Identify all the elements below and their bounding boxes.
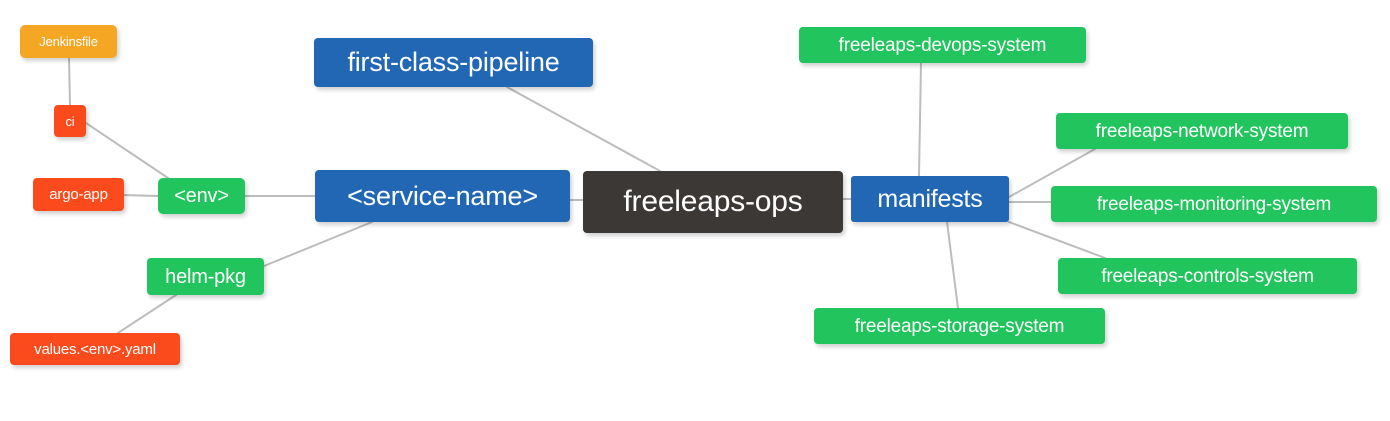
mindmap-node-freeleaps-devops-system[interactable]: freeleaps-devops-system (799, 27, 1086, 63)
mindmap-node-helm-pkg[interactable]: helm-pkg (147, 258, 264, 295)
edge-manifests-devops (918, 62, 922, 177)
mindmap-node-argo-app[interactable]: argo-app (33, 178, 124, 211)
mindmap-node-label: freeleaps-ops (623, 185, 803, 218)
mindmap-node-label: Jenkinsfile (39, 34, 98, 49)
edge-argoapp-env (123, 194, 159, 197)
mindmap-node-label: helm-pkg (165, 265, 246, 288)
mindmap-node-label: freeleaps-monitoring-system (1096, 193, 1332, 215)
mindmap-node-freeleaps-monitoring-system[interactable]: freeleaps-monitoring-system (1051, 186, 1377, 222)
mindmap-node-jenkinsfile[interactable]: Jenkinsfile (20, 25, 117, 58)
mindmap-node-ci[interactable]: ci (54, 105, 86, 137)
mindmap-node-label: manifests (877, 184, 983, 213)
mindmap-node-manifests[interactable]: manifests (851, 176, 1009, 222)
mindmap-node-label: freeleaps-controls-system (1101, 265, 1314, 287)
mindmap-node-freeleaps-ops[interactable]: freeleaps-ops (583, 171, 843, 233)
mindmap-node-env[interactable]: <env> (158, 178, 245, 214)
mindmap-node-label: argo-app (49, 186, 108, 203)
mindmap-node-label: first-class-pipeline (347, 47, 560, 77)
mindmap-node-label: freeleaps-storage-system (854, 315, 1065, 337)
mindmap-node-freeleaps-network-system[interactable]: freeleaps-network-system (1056, 113, 1348, 149)
mindmap-node-label: <env> (174, 185, 229, 207)
mindmap-node-label: freeleaps-devops-system (838, 34, 1047, 56)
mindmap-node-label: freeleaps-network-system (1095, 120, 1309, 142)
edge-manifests-controls (1008, 221, 1106, 259)
edge-ci-env (85, 122, 169, 179)
mindmap-node-freeleaps-controls-system[interactable]: freeleaps-controls-system (1058, 258, 1357, 294)
edge-pipeline-ops (506, 86, 661, 172)
mindmap-node-values-yaml[interactable]: values.<env>.yaml (10, 333, 180, 365)
mindmap-node-service-name[interactable]: <service-name> (315, 170, 570, 222)
edge-values-helmpkg (117, 294, 177, 334)
edge-helmpkg-servicename (263, 221, 373, 267)
mindmap-node-freeleaps-storage-system[interactable]: freeleaps-storage-system (814, 308, 1105, 344)
mindmap-node-label: values.<env>.yaml (34, 340, 156, 358)
mindmap-node-label: <service-name> (347, 180, 538, 211)
mindmap-node-first-class-pipeline[interactable]: first-class-pipeline (314, 38, 593, 87)
edge-manifests-storage (946, 221, 959, 309)
mindmap-node-label: ci (65, 113, 75, 129)
edge-jenkinsfile-ci (68, 57, 71, 106)
